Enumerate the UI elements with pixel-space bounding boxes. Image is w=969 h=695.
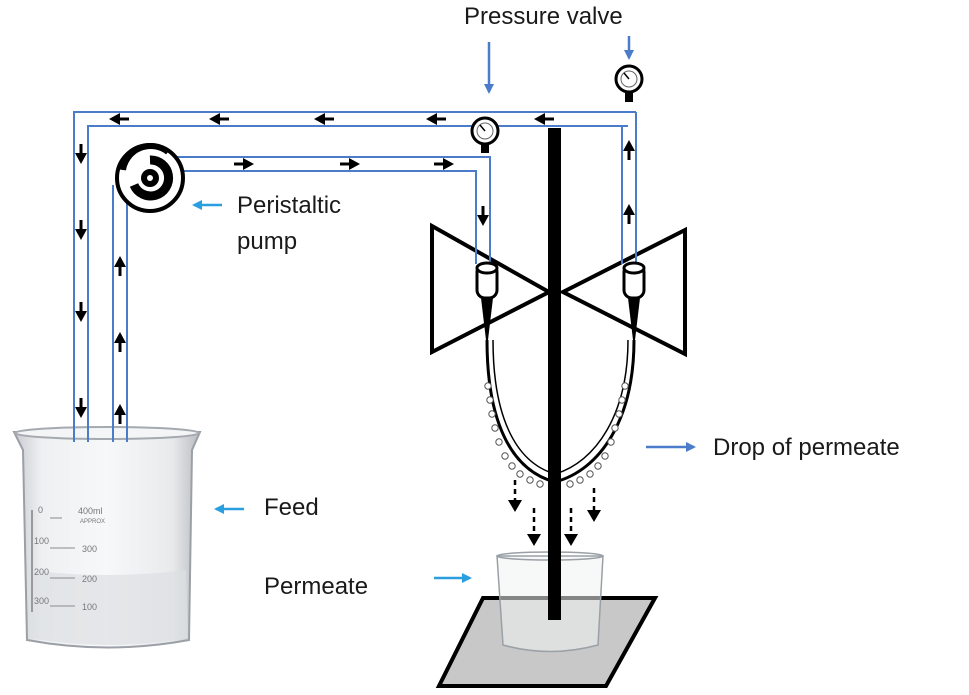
beaker-right-mark-300: 300 [82, 544, 97, 554]
flow-arrow-icon [114, 256, 126, 276]
pressure-gauge-icon [614, 64, 644, 102]
left-fiber-connector [475, 261, 499, 340]
flow-arrow-icon [314, 113, 334, 125]
permeate-droplets [484, 382, 629, 488]
flow-arrow-icon [340, 158, 360, 170]
permeate-droplet [526, 476, 534, 484]
permeate-drop-arrows [513, 480, 596, 534]
beaker-left-mark-0: 0 [38, 505, 43, 515]
peristaltic-pump-icon [115, 143, 185, 213]
label-pressure-valve: Pressure valve [464, 3, 623, 30]
flow-arrow-icon [114, 332, 126, 352]
flow-arrow-icon [75, 302, 87, 322]
label-feed: Feed [264, 494, 319, 521]
flow-arrow-icon [234, 158, 254, 170]
flow-arrow-icon [477, 206, 489, 226]
permeate-droplet [615, 410, 623, 418]
permeate-droplet [618, 396, 626, 404]
flow-arrow-icon [109, 113, 129, 125]
flow-arrow-icon [209, 113, 229, 125]
permeate-droplet [566, 480, 574, 488]
flow-arrow-icon [623, 204, 635, 224]
permeate-droplet [594, 462, 602, 470]
permeate-droplet [495, 438, 503, 446]
beaker-right-mark-100: 100 [82, 602, 97, 612]
flow-arrow-icon [75, 220, 87, 240]
flow-arrow-icon [114, 404, 126, 424]
beaker-left-mark-100: 100 [34, 536, 49, 546]
permeate-droplet [621, 382, 629, 390]
flow-arrows [75, 113, 635, 424]
permeate-droplet [486, 396, 494, 404]
permeate-droplet [607, 438, 615, 446]
permeate-droplet [536, 480, 544, 488]
feed-beaker: 400ml APPROX 0 100 200 300 300 200 100 [12, 426, 202, 649]
flow-arrow-icon [623, 140, 635, 160]
label-drop-of-permeate: Drop of permeate [713, 434, 900, 461]
beaker-brand: APPROX [80, 519, 105, 525]
label-permeate: Permeate [264, 573, 368, 600]
stand-rod [548, 128, 561, 620]
right-fiber-connector [622, 261, 646, 340]
tubing [73, 111, 637, 442]
permeate-droplet [586, 470, 594, 478]
permeate-droplet [488, 410, 496, 418]
permeate-drop-arrowheads [508, 500, 601, 546]
permeate-droplet [484, 382, 492, 390]
permeate-droplet [501, 452, 509, 460]
flow-arrow-icon [534, 113, 554, 125]
permeate-droplet [491, 424, 499, 432]
label-pump: pump [237, 228, 297, 255]
permeate-droplet [576, 476, 584, 484]
flow-arrow-icon [434, 158, 454, 170]
flow-arrow-icon [426, 113, 446, 125]
permeate-droplet [611, 424, 619, 432]
label-peristaltic: Peristaltic [237, 192, 341, 219]
permeate-droplet [601, 452, 609, 460]
flow-arrow-icon [75, 144, 87, 164]
beaker-right-mark-200: 200 [82, 574, 97, 584]
beaker-left-mark-300: 300 [34, 596, 49, 606]
pressure-gauge-icon [470, 116, 500, 153]
permeate-droplet [508, 462, 516, 470]
flow-arrow-icon [75, 398, 87, 418]
beaker-capacity: 400ml [78, 506, 103, 516]
permeate-droplet [516, 470, 524, 478]
beaker-left-mark-200: 200 [34, 567, 49, 577]
label-pointers [192, 36, 696, 583]
